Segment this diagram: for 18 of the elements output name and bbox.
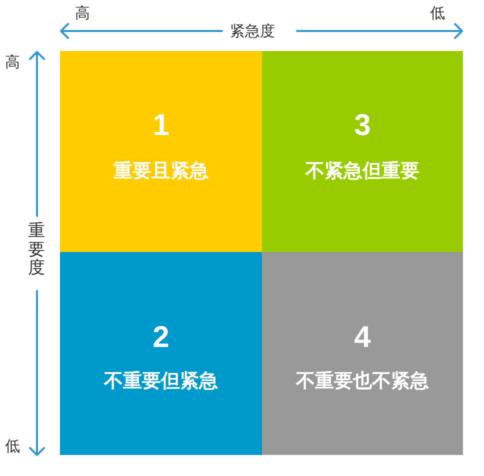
quadrant-tile	[60, 252, 262, 455]
quadrant-number: 3	[354, 109, 371, 143]
axis-end-label: 低	[5, 437, 20, 455]
quadrant-tile	[60, 51, 262, 252]
axis-end-label: 低	[430, 4, 445, 22]
axis-title: 紧急度	[230, 22, 275, 40]
quadrant-label: 重要且紧急	[114, 159, 208, 183]
quadrant-number: 1	[152, 109, 170, 143]
quadrant-number: 4	[354, 321, 371, 355]
axis-end-label: 高	[5, 53, 20, 71]
quadrant-label: 不紧急但重要	[306, 159, 420, 183]
quadrant-tile	[262, 51, 463, 252]
quadrant-label: 不重要但紧急	[104, 369, 218, 393]
quadrant-label: 不重要也不紧急	[296, 369, 429, 393]
axis-title: 重要度	[28, 222, 45, 278]
quadrant-tile	[262, 252, 463, 455]
axis-end-label: 高	[75, 4, 90, 22]
quadrant-number: 2	[152, 321, 170, 355]
